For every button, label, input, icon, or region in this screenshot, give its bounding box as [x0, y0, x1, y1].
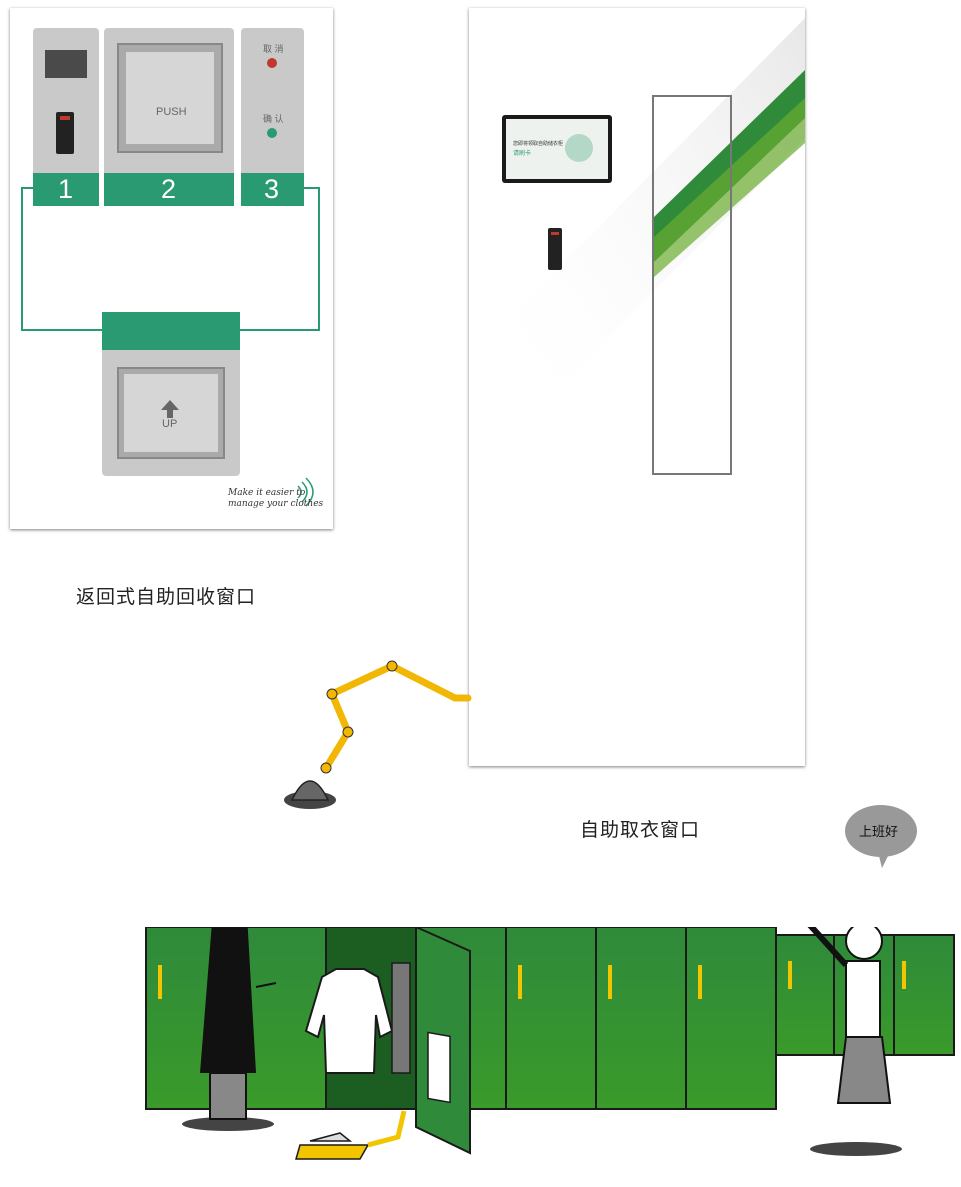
cancel-label: 取 消 [263, 44, 284, 54]
push-label: PUSH [156, 106, 187, 118]
step-1-number: 1 [58, 174, 74, 204]
screen-text-line1: 您即将领取自助储衣柜 [513, 141, 564, 147]
pickup-window-panel: 您即将领取自助储衣柜 请刷卡 [469, 8, 805, 766]
step-3-number: 3 [264, 174, 280, 204]
step-2-number: 2 [161, 174, 177, 204]
confirm-label: 确 认 [263, 114, 284, 124]
tagline-line2: manage your clothes [228, 499, 324, 509]
screen-text-line2: 请刷卡 [513, 150, 532, 157]
recycle-panel-graphics [21, 28, 320, 507]
speech-bubble: 上班好 [845, 805, 917, 857]
pickup-window-caption: 自助取衣窗口 [580, 819, 701, 841]
up-label: UP [162, 418, 178, 430]
pickup-panel-graphics [502, 18, 805, 475]
tagline-line1: Make it easier to [228, 488, 306, 498]
robotic-arm [284, 660, 472, 809]
speech-bubble-text: 上班好 [859, 825, 899, 840]
recycle-window-caption: 返回式自助回收窗口 [76, 586, 257, 608]
speech-bubble-tail [878, 852, 890, 868]
recycle-window-panel: 取 消 确 认 PUSH UP 1 2 3 Make it easier to … [10, 8, 333, 529]
locker-scene [145, 927, 955, 1160]
